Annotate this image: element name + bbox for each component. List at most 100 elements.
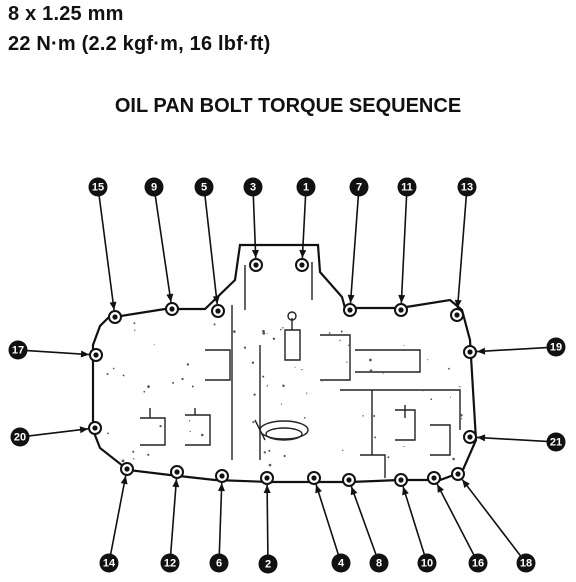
- leader-arrow-17: [80, 350, 90, 358]
- texture-speck: [403, 445, 405, 448]
- diagram-title: OIL PAN BOLT TORQUE SEQUENCE: [114, 95, 462, 117]
- sequence-number-1: 1: [303, 182, 309, 194]
- leader-arrow-9: [166, 293, 174, 303]
- sequence-badge-18: 18: [516, 553, 536, 573]
- sequence-badge-13: 13: [457, 177, 477, 197]
- texture-speck: [346, 361, 348, 363]
- bolt-13: [450, 308, 464, 322]
- texture-speck: [268, 449, 271, 452]
- torque-spec: 22 N·m (2.2 kgf·m, 16 lbf·ft): [8, 33, 271, 55]
- texture-speck: [188, 420, 191, 422]
- sequence-number-7: 7: [356, 182, 362, 194]
- texture-speck: [134, 329, 136, 331]
- texture-speck: [369, 369, 373, 373]
- bolt-2: [260, 471, 274, 485]
- texture-speck: [280, 403, 283, 405]
- leader-line-21: [476, 436, 548, 443]
- leader-arrow-11: [398, 294, 406, 304]
- sequence-number-8: 8: [376, 558, 382, 570]
- sequence-badge-14: 14: [99, 553, 119, 573]
- texture-speck: [201, 433, 204, 437]
- texture-speck: [301, 368, 303, 371]
- sequence-badge-15: 15: [88, 177, 108, 197]
- leader-arrow-2: [263, 484, 271, 494]
- texture-speck: [373, 415, 376, 417]
- bolt-9: [165, 302, 179, 316]
- leader-arrow-3: [251, 249, 259, 259]
- sequence-number-12: 12: [164, 558, 176, 570]
- leader-line-10: [402, 486, 426, 555]
- bolt-5: [211, 304, 225, 318]
- texture-speck: [243, 346, 247, 349]
- bolt-7: [343, 303, 357, 317]
- sequence-badge-6: 6: [209, 553, 229, 573]
- texture-speck: [403, 344, 405, 346]
- leader-arrow-8: [350, 486, 358, 496]
- sequence-badge-17: 17: [8, 340, 28, 360]
- leader-arrow-14: [120, 475, 128, 485]
- leader-line-7: [349, 195, 360, 304]
- sequence-number-20: 20: [14, 432, 26, 444]
- texture-speck: [159, 424, 162, 428]
- texture-speck: [266, 332, 268, 335]
- leader-arrow-16: [437, 484, 445, 493]
- bolt-12: [170, 465, 184, 479]
- sequence-badge-21: 21: [546, 432, 566, 452]
- sequence-number-17: 17: [12, 345, 24, 357]
- leader-arrow-1: [299, 249, 307, 259]
- leader-line-4: [315, 484, 340, 555]
- texture-speck: [122, 374, 125, 377]
- texture-speck: [262, 332, 266, 335]
- texture-speck: [262, 375, 265, 378]
- sequence-number-10: 10: [421, 558, 433, 570]
- sequence-number-5: 5: [201, 182, 207, 194]
- texture-speck: [282, 384, 285, 388]
- leader-arrow-7: [347, 294, 355, 304]
- sequence-badge-1: 1: [296, 177, 316, 197]
- sequence-badge-10: 10: [417, 553, 437, 573]
- oil-pan-outline: [91, 243, 478, 484]
- texture-speck: [186, 363, 190, 366]
- leader-line-2: [266, 484, 269, 556]
- texture-speck: [121, 459, 125, 463]
- bolt-10: [394, 473, 408, 487]
- bolt-19: [463, 345, 477, 359]
- sequence-badge-4: 4: [331, 553, 351, 573]
- sequence-number-14: 14: [103, 558, 116, 570]
- sequence-badge-12: 12: [160, 553, 180, 573]
- texture-speck: [459, 386, 461, 388]
- bolt-15: [108, 310, 122, 324]
- texture-speck: [147, 385, 150, 388]
- sequence-badge-8: 8: [369, 553, 389, 573]
- leader-arrow-5: [212, 295, 220, 305]
- leader-line-3: [252, 195, 257, 259]
- bolt-17: [89, 348, 103, 362]
- texture-speck: [452, 457, 455, 461]
- sequence-number-16: 16: [472, 558, 484, 570]
- casting-texture: [106, 322, 463, 467]
- texture-speck: [266, 385, 269, 387]
- sequence-badge-7: 7: [349, 177, 369, 197]
- leader-line-12: [169, 478, 178, 555]
- texture-speck: [448, 367, 450, 370]
- texture-speck: [263, 451, 266, 454]
- leader-line-6: [218, 482, 223, 555]
- texture-speck: [251, 361, 255, 364]
- texture-speck: [306, 392, 308, 394]
- bolt-6: [215, 469, 229, 483]
- sequence-number-3: 3: [250, 182, 256, 194]
- sequence-number-6: 6: [216, 558, 222, 570]
- texture-speck: [382, 371, 385, 374]
- texture-speck: [181, 377, 184, 381]
- sequence-number-2: 2: [265, 559, 271, 571]
- sequence-number-15: 15: [92, 182, 104, 194]
- sequence-number-19: 19: [550, 342, 562, 354]
- leader-line-5: [204, 195, 219, 305]
- texture-speck: [339, 339, 341, 342]
- sequence-badge-5: 5: [194, 177, 214, 197]
- texture-speck: [328, 332, 331, 334]
- texture-speck: [303, 416, 306, 419]
- texture-speck: [460, 414, 463, 417]
